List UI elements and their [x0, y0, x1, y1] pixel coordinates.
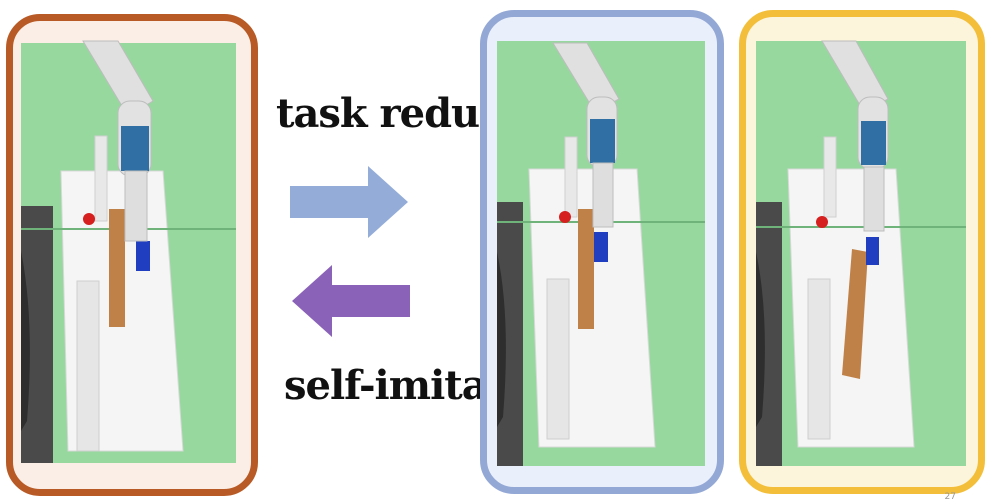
robot-scene-right-image: [756, 40, 966, 466]
scene-panel-middle: [480, 10, 724, 494]
arrow-right-icon: [290, 166, 408, 238]
robot-scene-left-image: [21, 40, 236, 463]
scene-panel-right: [739, 10, 985, 494]
arrow-left-icon: [292, 265, 410, 337]
robot-scene-middle-image: [497, 41, 705, 466]
scene-panel-left: [6, 14, 258, 496]
page-number: 27: [944, 492, 956, 502]
